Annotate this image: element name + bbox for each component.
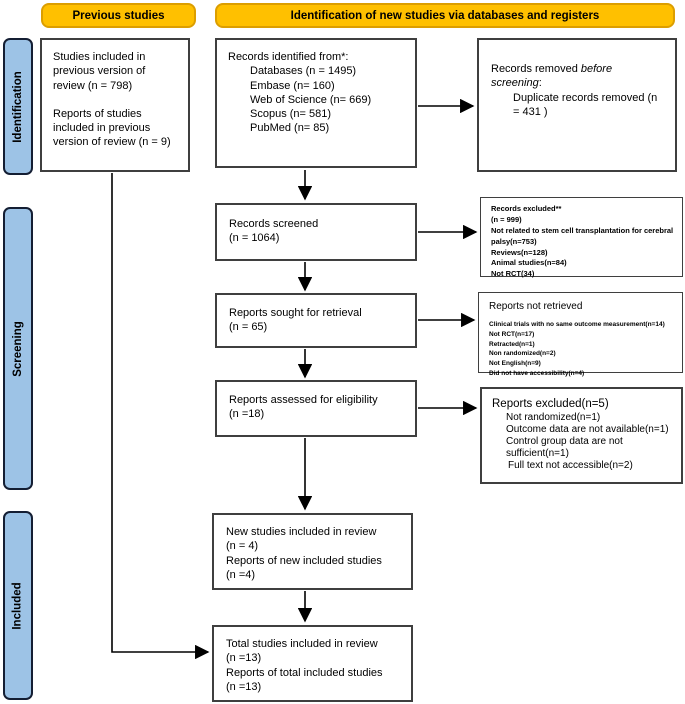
reports-excluded-line: Full text not accessible(n=2) [508, 459, 633, 471]
records-excluded-line: Records excluded** [491, 204, 562, 213]
records-screened-line2: (n = 1064) [229, 232, 280, 245]
spacer [53, 93, 180, 107]
reports-assessed-line1: Reports assessed for eligibility [229, 394, 378, 406]
records-removed-lead: Records removed [491, 63, 581, 75]
records-identified-item: PubMed (n= 85) [250, 122, 330, 135]
records-removed-italic: before screening [491, 63, 613, 90]
reports-not-retrieved-line: Did not have accessibility(n=4) [489, 369, 585, 377]
records-excluded-line: Not RCT(34) [491, 269, 535, 279]
records-excluded-line: (n = 999) [491, 214, 522, 224]
records-identified-item: Databases (n = 1495) [250, 65, 357, 78]
new-studies-line1: New studies included in review [226, 526, 377, 538]
phase-included: Included [3, 511, 33, 700]
header-previous-studies: Previous studies [41, 3, 196, 28]
reports-not-retrieved-title: Reports not retrieved [489, 301, 583, 312]
records-removed-colon: : [538, 77, 542, 90]
phase-identification: Identification [3, 38, 33, 175]
total-studies-line1: Total studies included in review [226, 638, 378, 650]
spacer [489, 313, 676, 320]
records-removed-title: Records removed before screening: [491, 62, 665, 91]
box-total-studies: Total studies included in review (n =13)… [212, 625, 413, 702]
box-records-identified: Records identified from*: Databases (n =… [215, 38, 417, 168]
reports-not-retrieved-line: Non randomized(n=2) [489, 350, 556, 358]
box-records-excluded: Records excluded** (n = 999) Not related… [480, 197, 683, 279]
reports-excluded-line: Control group data are not sufficient(n=… [506, 435, 623, 459]
phase-identification-label: Identification [12, 70, 24, 143]
total-studies-line3: Reports of total included studies [226, 666, 383, 679]
reports-not-retrieved-line: Retracted(n=1) [489, 340, 535, 348]
reports-not-retrieved-line: Clinical trials with no same outcome mea… [489, 321, 665, 328]
arrow-previous-to-total [111, 173, 210, 660]
new-studies-line4: (n =4) [226, 568, 256, 581]
records-excluded-line: Reviews(n=128) [491, 247, 548, 257]
reports-sought-line1: Reports sought for retrieval [229, 307, 362, 319]
records-identified-item: Embase (n= 160) [250, 79, 335, 92]
box-reports-sought: Reports sought for retrieval (n = 65) [215, 293, 417, 348]
records-identified-item: Web of Science (n= 669) [250, 93, 372, 106]
box-reports-excluded: Reports excluded(n=5) Not randomized(n=1… [480, 387, 683, 484]
total-studies-line2: (n =13) [226, 652, 262, 665]
phase-screening-label: Screening [12, 320, 25, 377]
records-removed-item: Duplicate records removed (n = 431 ) [513, 91, 658, 118]
box-records-screened: Records screened (n = 1064) [215, 203, 417, 261]
total-studies-line4: (n =13) [226, 680, 262, 693]
reports-not-retrieved-line: Not English(n=9) [489, 360, 541, 367]
reports-excluded-line: Outcome data are not available(n=1) [506, 423, 669, 435]
box-new-studies: New studies included in review (n = 4) R… [212, 513, 413, 590]
header-previous-studies-label: Previous studies [72, 9, 165, 22]
box-reports-not-retrieved: Reports not retrieved Clinical trials wi… [478, 292, 683, 377]
records-excluded-line: Animal studies(n=84) [491, 258, 567, 268]
box-reports-assessed: Reports assessed for eligibility (n =18) [215, 380, 417, 437]
records-identified-title: Records identified from*: [228, 51, 349, 63]
records-excluded-line: Not related to stem cell transplantation… [491, 225, 674, 246]
reports-sought-line2: (n = 65) [229, 321, 268, 334]
box-records-removed: Records removed before screening: Duplic… [477, 38, 677, 172]
new-studies-line3: Reports of new included studies [226, 554, 382, 567]
previous-studies-para1: Studies included in previous version of … [53, 51, 146, 92]
header-new-studies: Identification of new studies via databa… [215, 3, 675, 28]
phase-screening: Screening [3, 207, 33, 490]
header-new-studies-label: Identification of new studies via databa… [290, 9, 600, 22]
box-previous-studies: Studies included in previous version of … [40, 38, 190, 172]
reports-not-retrieved-line: Not RCT(n=17) [489, 330, 535, 338]
phase-included-label: Included [12, 581, 24, 630]
reports-excluded-line: Not randomized(n=1) [506, 411, 601, 423]
previous-studies-para2: Reports of studies included in previous … [53, 107, 171, 149]
new-studies-line2: (n = 4) [226, 540, 259, 553]
records-identified-item: Scopus (n= 581) [250, 108, 332, 121]
reports-assessed-line2: (n =18) [229, 408, 265, 421]
records-screened-line1: Records screened [229, 218, 319, 230]
reports-excluded-title: Reports excluded(n=5) [492, 398, 609, 410]
